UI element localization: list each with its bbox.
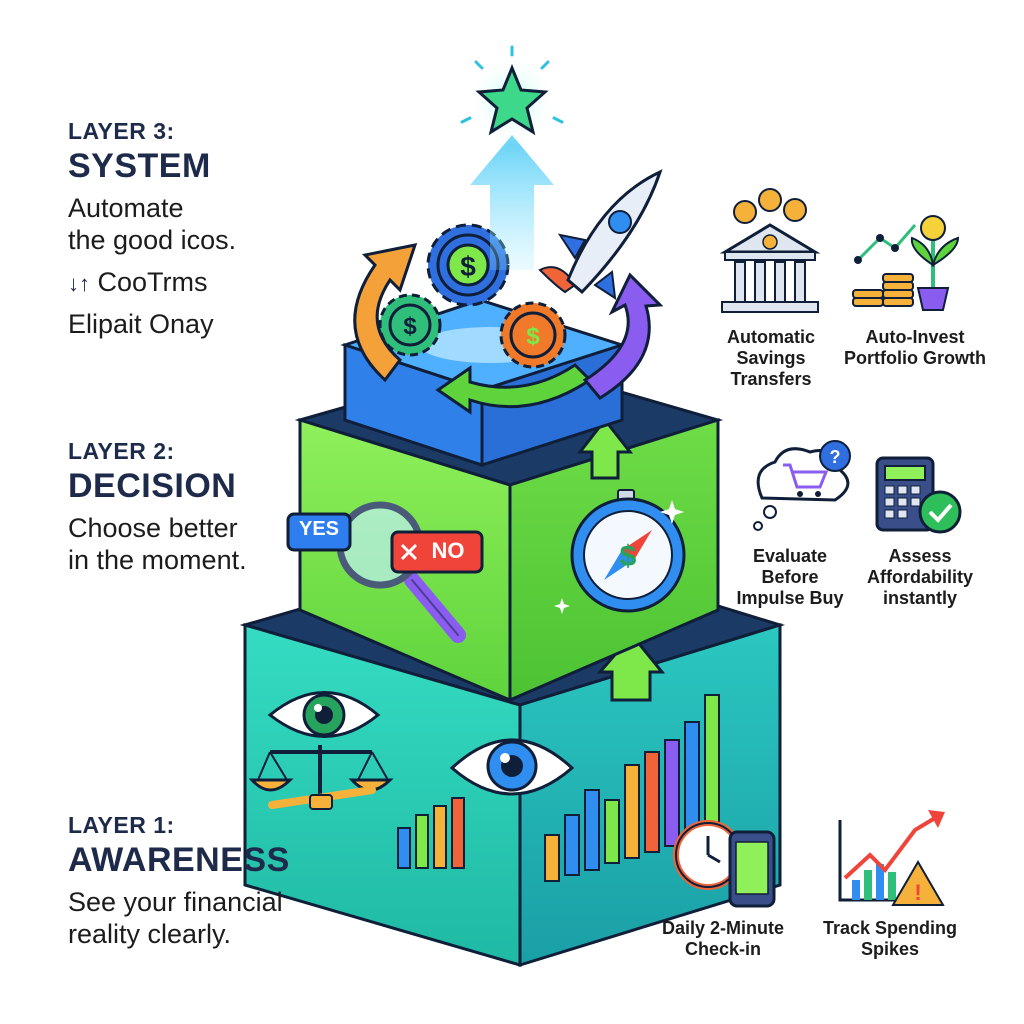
swap-arrows-icon: ↓↑: [68, 271, 90, 296]
cycle-arrow-orange-icon: [353, 243, 418, 383]
layer-3-number: LAYER 3:: [68, 118, 175, 144]
cart-thought-icon: ?: [753, 440, 851, 531]
clock-phone-icon: [673, 820, 776, 908]
up-arrow-layer1-icon: [596, 632, 666, 702]
svg-text:$: $: [526, 323, 540, 350]
compass-icon: $: [570, 489, 686, 613]
growth-plant-icon: [852, 215, 960, 311]
yes-chip: [286, 512, 352, 552]
svg-text:$: $: [620, 540, 637, 573]
sparkle-icon: [554, 500, 684, 614]
feature-auto-invest: Auto-Invest Portfolio Growth: [844, 327, 986, 368]
svg-text:!: !: [914, 880, 921, 905]
layer-3-description: Automate the good icos.: [68, 193, 237, 255]
awareness-eye-icon: [267, 691, 381, 738]
feature-evaluate-impulse: Evaluate Before Impulse Buy: [736, 546, 844, 608]
layer-1-label: LAYER 1: AWARENESS See your financial re…: [68, 812, 290, 950]
bank-coins-icon: [719, 188, 821, 313]
layer-1-name: AWARENESS: [68, 841, 290, 879]
no-chip: [390, 530, 484, 574]
calculator-check-icon: [875, 456, 962, 534]
balance-scale-icon: [248, 745, 394, 810]
awareness-eye-large-icon: [449, 738, 575, 796]
feature-automatic-savings: Automatic Savings Transfers: [726, 327, 815, 389]
bar-chart-right-icon: [544, 694, 720, 882]
rocket-icon: [538, 169, 663, 300]
layer-2-description: Choose better in the moment.: [68, 513, 247, 575]
feature-daily-checkin: Daily 2-Minute Check-in: [661, 918, 785, 959]
layer-3-extra-2: Elipait Onay: [68, 309, 214, 339]
cycle-arrow-green-icon: [435, 363, 593, 415]
feature-assess-affordability: Assess Affordability instantly: [867, 546, 973, 608]
svg-text:$: $: [403, 313, 417, 340]
layer-1-number: LAYER 1:: [68, 812, 175, 838]
yes-chip-label: YES: [298, 518, 340, 540]
up-arrow-top-icon: [470, 135, 554, 270]
svg-text:$: $: [460, 251, 476, 282]
cycle-arrow-purple-icon: [582, 272, 664, 400]
gear-large-icon: $: [426, 223, 510, 307]
feature-track-spending: Track Spending Spikes: [822, 918, 958, 959]
spike-chart-icon: !: [838, 810, 945, 906]
layer-3-extra-1-text: CooTrms: [97, 267, 208, 297]
bar-chart-left-icon: [397, 797, 465, 869]
no-chip-label: NO: [431, 538, 465, 563]
gear-small-right-icon: $: [499, 301, 567, 369]
layer-2-label: LAYER 2: DECISION Choose better in the m…: [68, 438, 247, 576]
svg-text:?: ?: [830, 447, 841, 467]
layer-2-number: LAYER 2:: [68, 438, 175, 464]
layer-1-description: See your financial reality clearly.: [68, 887, 283, 949]
layer-3-extra-1: ↓↑ CooTrms: [68, 266, 236, 300]
layer-3-name: SYSTEM: [68, 147, 211, 185]
layer-2-name: DECISION: [68, 467, 237, 505]
gear-small-left-icon: $: [378, 293, 442, 357]
up-arrow-layer2-icon: [576, 417, 634, 480]
star-icon: [460, 45, 564, 145]
layer-3-label: LAYER 3: SYSTEM Automate the good icos. …: [68, 118, 236, 340]
